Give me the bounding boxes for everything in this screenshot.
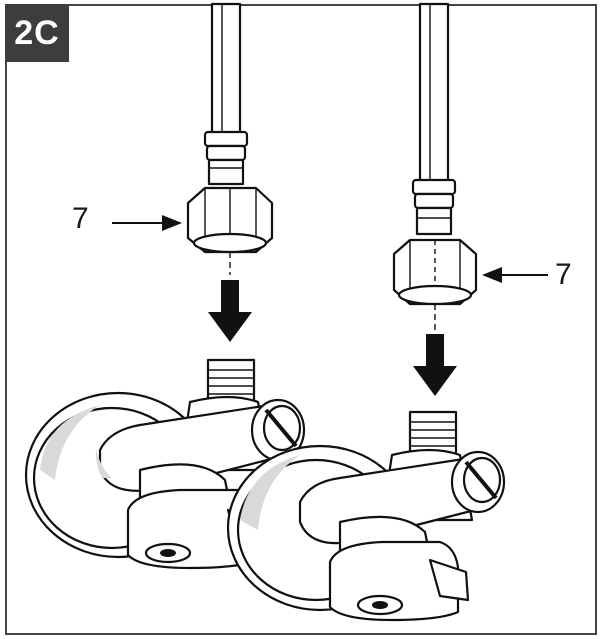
down-arrow-left [208, 280, 252, 342]
callout-label-left-nut: 7 [72, 202, 89, 235]
left-hose [203, 2, 249, 186]
callout-label-right-nut: 7 [555, 258, 572, 291]
right-hose [411, 2, 457, 236]
down-arrow-right [413, 334, 457, 396]
callout-arrow-right [482, 267, 548, 283]
right-angle-valve [226, 410, 506, 622]
right-hex-nut [392, 238, 478, 330]
left-angle-valve [24, 358, 306, 570]
step-badge: 2C [5, 4, 69, 62]
callout-arrow-left [112, 215, 182, 231]
left-hex-nut [186, 186, 274, 275]
